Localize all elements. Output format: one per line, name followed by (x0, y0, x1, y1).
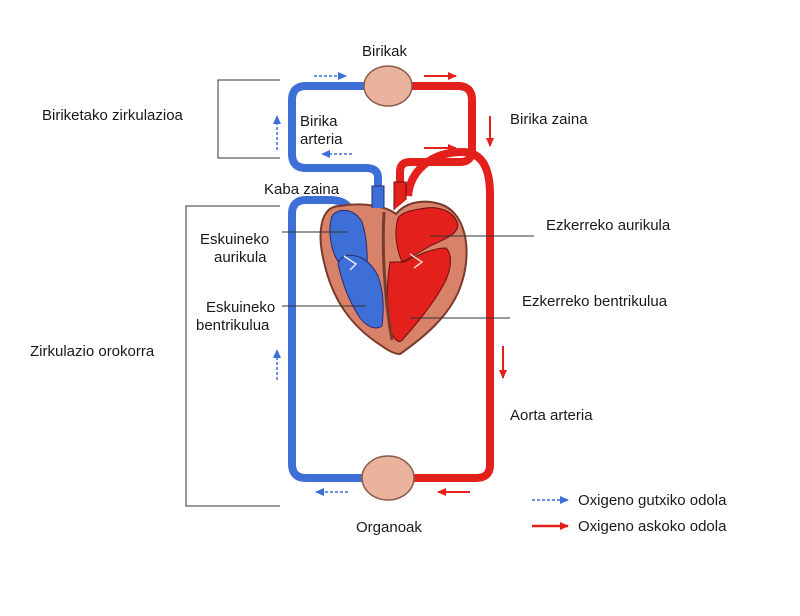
heart-septum (381, 211, 394, 341)
label-left-atrium: Ezkerreko aurikula (546, 217, 671, 234)
vessel-stub-red (393, 181, 407, 210)
label-right-ventricle-1: Eskuineko (206, 299, 275, 316)
label-left-ventricle: Ezkerreko bentrikulua (522, 293, 668, 310)
label-pulmonary-circulation: Biriketako zirkulazioa (42, 107, 184, 124)
legend: Oxigeno gutxiko odola Oxigeno askoko odo… (532, 492, 727, 535)
label-organs: Organoak (356, 519, 422, 536)
pulmonary-artery-vessel (288, 82, 382, 186)
label-pulmonary-vein: Birika zaina (510, 111, 588, 128)
label-systemic-circulation: Zirkulazio orokorra (30, 343, 155, 360)
heart (319, 181, 468, 356)
label-right-atrium-2: aurikula (214, 249, 267, 266)
label-lungs: Birikak (362, 43, 408, 60)
legend-low-oxygen-label: Oxigeno gutxiko odola (578, 492, 727, 509)
pulmonary-vein-vessel (396, 82, 476, 186)
legend-high-oxygen-label: Oxigeno askoko odola (578, 518, 727, 535)
left-atrium (395, 207, 459, 263)
label-aorta: Aorta arteria (510, 407, 593, 424)
label-right-atrium-1: Eskuineko (200, 231, 269, 248)
pulmonary-bracket (217, 79, 280, 159)
aorta-vessel (404, 147, 494, 482)
label-vena-cava: Kaba zaina (264, 181, 340, 198)
label-right-ventricle-2: bentrikulua (196, 317, 270, 334)
right-valve (343, 255, 358, 271)
left-valve (409, 253, 424, 269)
organs-shape (361, 455, 415, 501)
label-pulmonary-artery-1: Birika (300, 113, 338, 130)
systemic-bracket (185, 205, 280, 507)
vessel-stub-blue (371, 185, 385, 208)
lungs-shape (363, 65, 413, 107)
vena-cava-vessel (288, 196, 364, 482)
label-pulmonary-artery-2: arteria (300, 131, 343, 148)
right-ventricle (337, 254, 384, 329)
